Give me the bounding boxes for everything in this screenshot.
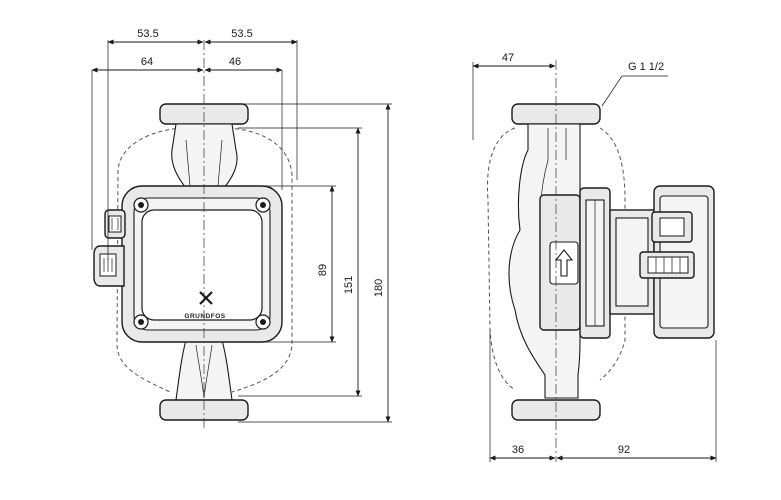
- dim-top-right: 53.5: [231, 28, 252, 40]
- front-logo: GRUNDFOS: [184, 291, 225, 320]
- front-upper-neck: [171, 123, 238, 189]
- dim-second-left: 64: [141, 56, 153, 68]
- dim-side-bottom-left: 36: [512, 444, 524, 456]
- dim-side-bottom-right: 92: [618, 444, 630, 456]
- side-connector: [639, 211, 695, 279]
- front-electrical-connector: [93, 209, 126, 287]
- dim-vertical-outer: 180: [373, 279, 385, 297]
- dim-side-top: 47: [502, 52, 514, 64]
- front-envelope-outline: [116, 127, 293, 393]
- dim-vertical-inner: 89: [317, 264, 329, 276]
- dim-second-right: 46: [229, 56, 241, 68]
- front-view: GRUNDFOS 53.5 53.5 64 46: [91, 28, 392, 430]
- side-view: 47 G 1 1/2 36 92: [472, 52, 717, 462]
- side-envelope-outline: [486, 127, 626, 391]
- front-display-panel: [141, 209, 263, 321]
- flow-arrow-icon: [554, 249, 574, 277]
- dim-top-left: 53.5: [137, 28, 158, 40]
- front-screws: [133, 197, 271, 330]
- dim-vertical-middle: 151: [343, 276, 355, 294]
- thread-label: G 1 1/2: [628, 61, 664, 73]
- front-logo-text: GRUNDFOS: [184, 313, 225, 320]
